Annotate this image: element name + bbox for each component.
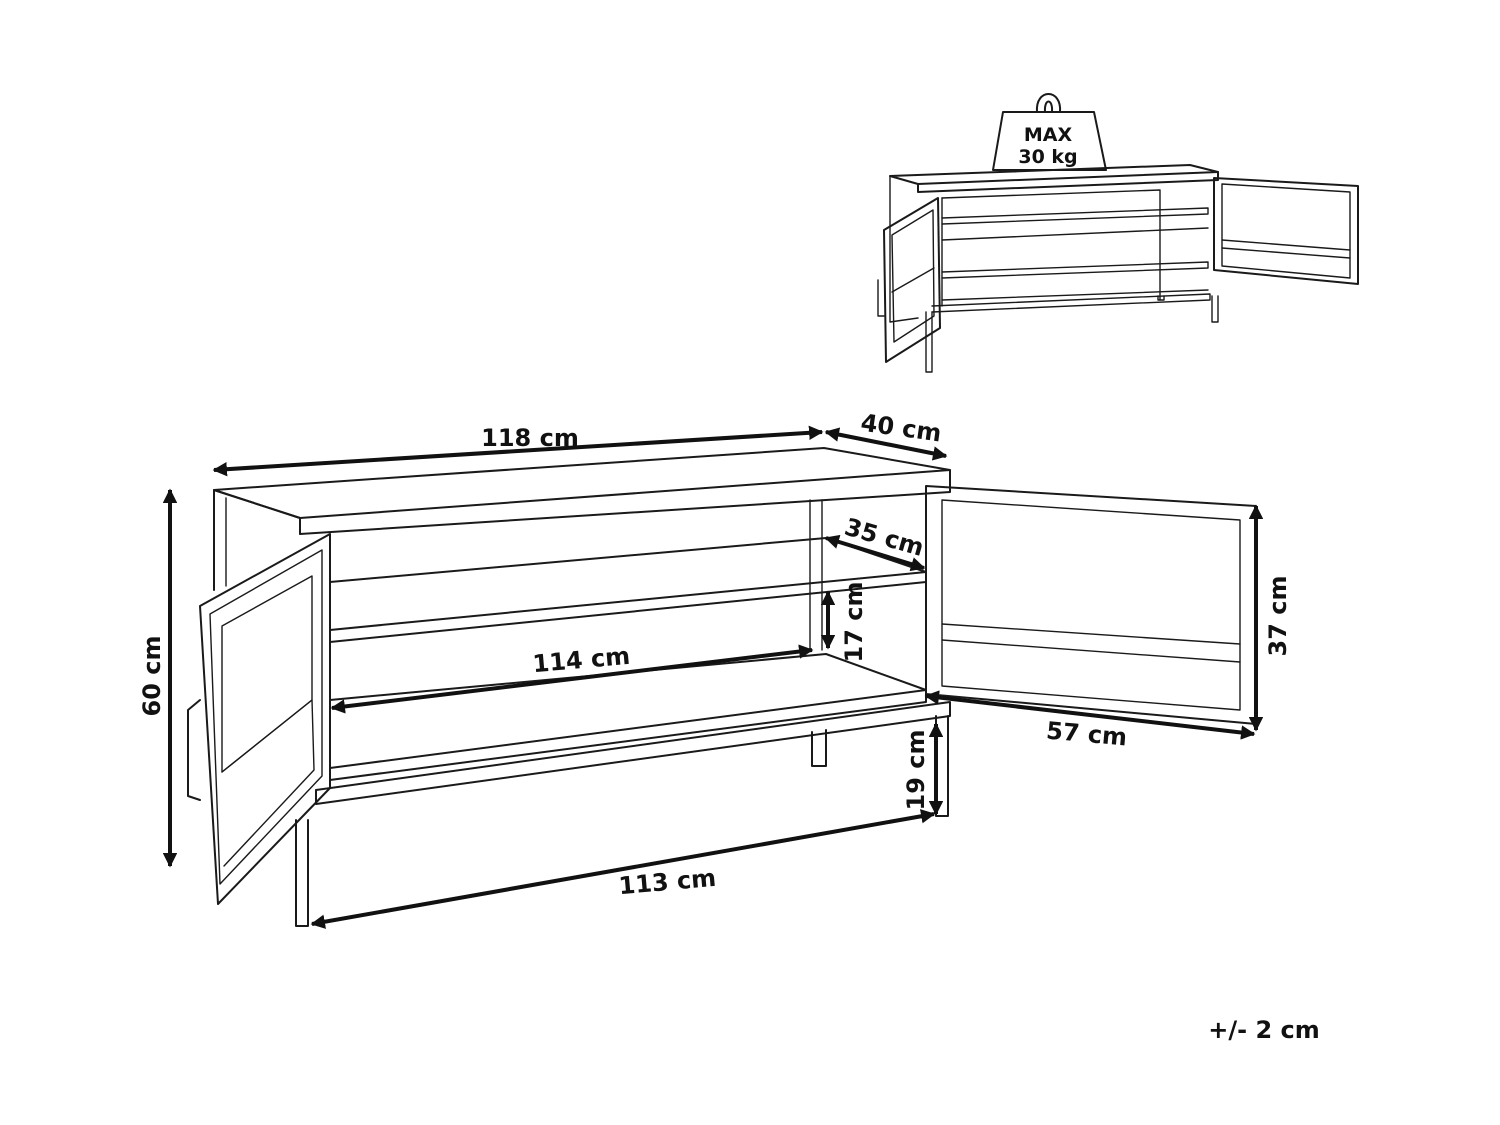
dimension-labels: 118 cm 40 cm 35 cm 60 cm 17 cm 114 cm 11… — [138, 409, 1292, 901]
small-cabinet-view: MAX 30 kg — [877, 93, 1359, 373]
label-door-height: 37 cm — [1264, 576, 1292, 657]
arrow-door-width — [924, 690, 1256, 740]
label-shelf-gap: 17 cm — [840, 582, 868, 663]
weight-label-kg: 30 kg — [1018, 146, 1077, 168]
arrow-width-total — [212, 425, 824, 477]
weight-label-max: MAX — [1024, 124, 1073, 146]
label-door-width: 57 cm — [1045, 717, 1128, 752]
dimension-arrows — [162, 425, 1264, 929]
arrow-leg-span — [310, 809, 936, 929]
main-cabinet — [187, 447, 1257, 927]
arrow-inner-width — [330, 644, 814, 714]
tolerance-note: +/- 2 cm — [1208, 1016, 1319, 1044]
weight-icon: MAX 30 kg — [992, 93, 1107, 171]
label-height-total: 60 cm — [138, 636, 166, 717]
arrow-depth-total — [824, 427, 948, 461]
label-leg-height: 19 cm — [902, 730, 930, 811]
arrow-depth-shelf — [824, 534, 926, 572]
label-width-total: 118 cm — [481, 424, 579, 452]
